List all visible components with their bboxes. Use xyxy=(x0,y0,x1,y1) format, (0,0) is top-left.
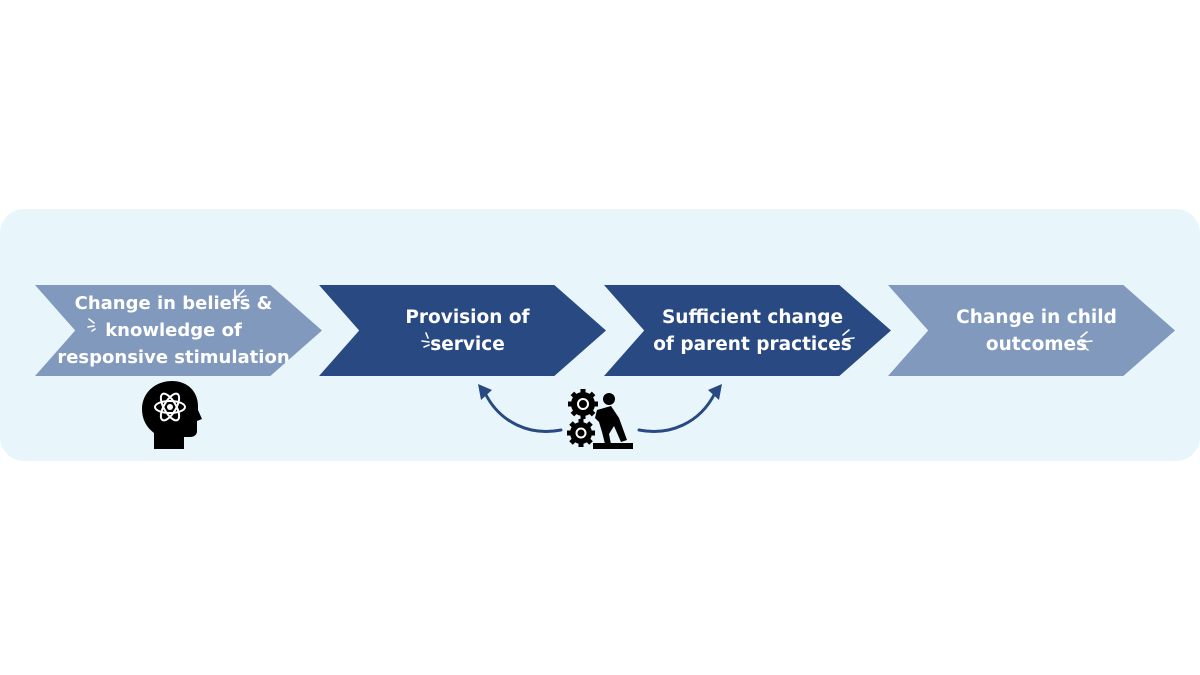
spark-accent-icon xyxy=(421,332,430,348)
step-label: Sufficient change of parent practices xyxy=(653,306,852,355)
step-provision-of-service: Provision of service xyxy=(319,285,606,376)
step-label: Provision of service xyxy=(405,306,530,355)
step-label: Change in beliefs & knowledge of respons… xyxy=(57,293,290,368)
spark-accent-icon xyxy=(842,329,855,348)
step-label: Change in child outcomes xyxy=(956,306,1117,355)
spark-accent-icon xyxy=(1080,331,1093,351)
step-child-outcomes: Change in child outcomes xyxy=(888,285,1175,376)
spark-accent-icon xyxy=(234,289,247,298)
person-pushing-gears-icon xyxy=(567,389,633,449)
right-curved-arrow-icon xyxy=(637,384,722,433)
step-parent-practices: Sufficient change of parent practices xyxy=(604,285,891,376)
brain-head-atom-icon xyxy=(142,381,202,449)
spark-accent-icon xyxy=(87,318,96,332)
left-curved-arrow-icon xyxy=(478,384,563,433)
step-beliefs-knowledge: Change in beliefs & knowledge of respons… xyxy=(35,285,322,376)
